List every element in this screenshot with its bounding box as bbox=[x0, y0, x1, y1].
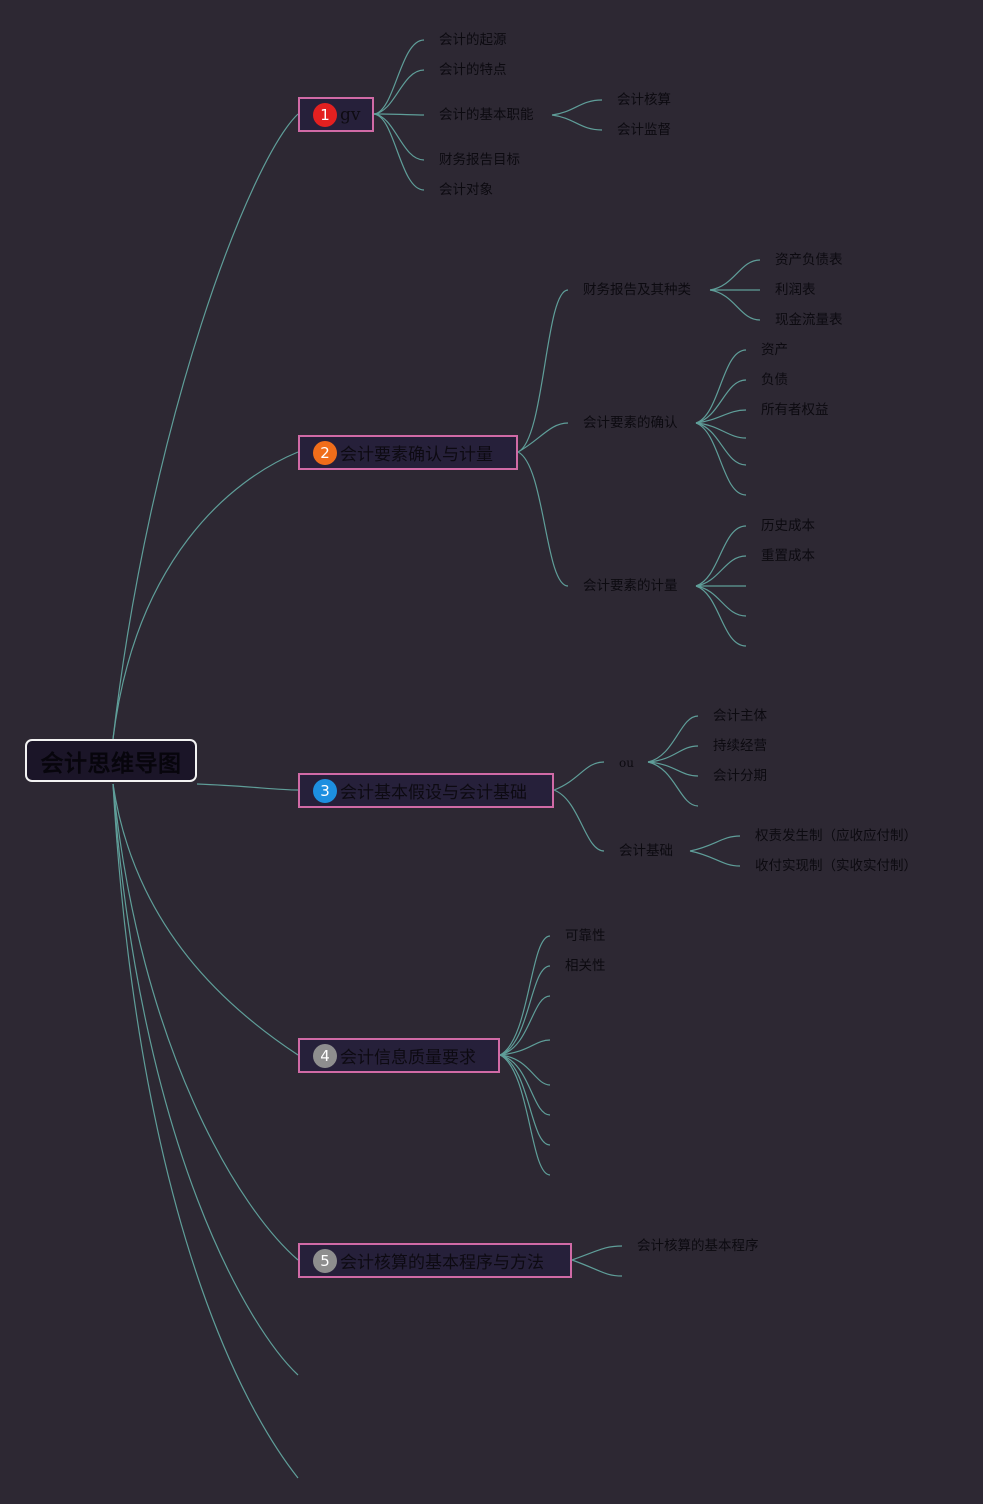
connector bbox=[695, 349, 747, 424]
connector bbox=[499, 1054, 551, 1146]
connector bbox=[571, 1245, 623, 1261]
connector bbox=[709, 289, 761, 321]
connector bbox=[695, 585, 747, 647]
connector bbox=[373, 113, 425, 116]
connector bbox=[373, 113, 425, 161]
connector bbox=[551, 99, 603, 116]
connector bbox=[709, 259, 761, 291]
connector bbox=[695, 422, 747, 496]
subtopic[interactable]: 相关性 bbox=[565, 958, 606, 974]
topic-1[interactable]: 1 gv bbox=[298, 97, 374, 132]
connector bbox=[695, 379, 747, 424]
subtopic-leaf[interactable]: 现金流量表 bbox=[775, 312, 843, 328]
subtopic-leaf[interactable]: 利润表 bbox=[775, 282, 816, 298]
number-badge: 4 bbox=[313, 1043, 337, 1068]
root-node[interactable]: 会计思维导图 bbox=[25, 739, 197, 782]
connector bbox=[689, 835, 741, 852]
topic-3[interactable]: 3 会计基本假设与会计基础 bbox=[298, 773, 554, 808]
number-badge: 5 bbox=[313, 1248, 337, 1273]
connector bbox=[499, 935, 551, 1056]
topic-4[interactable]: 4 会计信息质量要求 bbox=[298, 1038, 500, 1073]
connector bbox=[499, 1054, 551, 1086]
subtopic[interactable]: 会计基础 bbox=[619, 843, 673, 859]
connector bbox=[499, 1054, 551, 1176]
root-label: 会计思维导图 bbox=[40, 750, 182, 777]
subtopic-leaf[interactable]: 重置成本 bbox=[761, 548, 815, 564]
subtopic-leaf[interactable]: 负债 bbox=[761, 372, 788, 388]
connector bbox=[517, 289, 569, 453]
connector bbox=[571, 1259, 623, 1277]
number-badge: 2 bbox=[313, 440, 337, 465]
topic-label: 会计基本假设与会计基础 bbox=[340, 783, 527, 803]
connector bbox=[499, 995, 551, 1056]
topic-2[interactable]: 2 会计要素确认与计量 bbox=[298, 435, 518, 470]
connector bbox=[695, 525, 747, 587]
subtopic[interactable]: 会计要素的计量 bbox=[583, 578, 678, 594]
connector bbox=[499, 1054, 551, 1116]
connector bbox=[112, 113, 299, 740]
subtopic-leaf[interactable]: 会计分期 bbox=[713, 768, 767, 784]
connector bbox=[517, 422, 569, 453]
subtopic-leaf[interactable]: 所有者权益 bbox=[761, 402, 829, 418]
subtopic-leaf[interactable]: 会计主体 bbox=[713, 708, 767, 724]
connector bbox=[499, 965, 551, 1056]
subtopic-leaf[interactable]: 收付实现制（实收实付制） bbox=[755, 858, 917, 874]
subtopic-leaf[interactable]: 会计核算 bbox=[617, 92, 671, 108]
subtopic-leaf[interactable]: 资产负债表 bbox=[775, 252, 843, 268]
connector bbox=[553, 789, 605, 852]
connector bbox=[112, 783, 299, 1056]
connector bbox=[112, 783, 299, 1261]
connector bbox=[373, 69, 425, 115]
connector bbox=[647, 761, 699, 777]
subtopic-leaf[interactable]: 持续经营 bbox=[713, 738, 767, 754]
topic-label: 会计要素确认与计量 bbox=[340, 445, 493, 465]
connector bbox=[112, 451, 299, 740]
connector bbox=[647, 715, 699, 763]
subtopic[interactable]: 会计对象 bbox=[439, 182, 493, 198]
connector bbox=[112, 783, 299, 1376]
subtopic-leaf[interactable]: 历史成本 bbox=[761, 518, 815, 534]
subtopic-leaf[interactable]: 资产 bbox=[761, 342, 788, 358]
subtopic[interactable]: 可靠性 bbox=[565, 928, 606, 944]
connector bbox=[499, 1039, 551, 1056]
number-badge: 3 bbox=[313, 778, 337, 803]
topic-5[interactable]: 5 会计核算的基本程序与方法 bbox=[298, 1243, 572, 1278]
subtopic[interactable]: 会计核算的基本程序 bbox=[637, 1238, 759, 1254]
connector bbox=[647, 761, 699, 807]
connector bbox=[112, 783, 299, 1479]
connector bbox=[551, 114, 603, 131]
connector bbox=[647, 745, 699, 763]
subtopic[interactable]: 财务报告目标 bbox=[439, 152, 520, 168]
connector bbox=[373, 113, 425, 191]
connector bbox=[695, 555, 747, 587]
connector bbox=[695, 409, 747, 424]
connector bbox=[373, 39, 425, 115]
connector bbox=[695, 422, 747, 466]
subtopic[interactable]: 会计的特点 bbox=[439, 62, 507, 78]
subtopic-leaf[interactable]: 权责发生制（应收应付制） bbox=[755, 828, 917, 844]
connector bbox=[196, 783, 299, 791]
number-badge: 1 bbox=[313, 102, 337, 127]
subtopic[interactable]: 会计的基本职能 bbox=[439, 107, 534, 123]
topic-label: 会计信息质量要求 bbox=[340, 1048, 476, 1068]
topic-label: gv bbox=[340, 104, 361, 125]
connector bbox=[695, 585, 747, 617]
subtopic[interactable]: 财务报告及其种类 bbox=[583, 282, 691, 298]
connector bbox=[689, 850, 741, 867]
connector bbox=[553, 761, 605, 791]
topic-label: 会计核算的基本程序与方法 bbox=[340, 1253, 544, 1273]
subtopic[interactable]: 会计的起源 bbox=[439, 32, 507, 48]
subtopic-leaf[interactable]: 会计监督 bbox=[617, 122, 671, 138]
connector bbox=[695, 422, 747, 439]
connector bbox=[517, 451, 569, 587]
subtopic[interactable]: ou bbox=[619, 756, 634, 770]
subtopic[interactable]: 会计要素的确认 bbox=[583, 415, 678, 431]
